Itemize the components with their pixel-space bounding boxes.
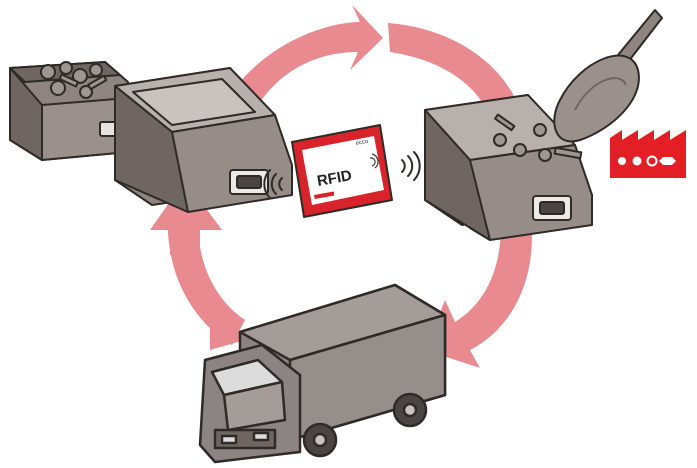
truck-icon: [200, 285, 445, 462]
factory-icon: [610, 130, 686, 178]
rfid-tag-icon: RFID ecco: [292, 125, 392, 217]
full-bin-left: [10, 62, 128, 160]
scoop-icon: [554, 10, 662, 141]
